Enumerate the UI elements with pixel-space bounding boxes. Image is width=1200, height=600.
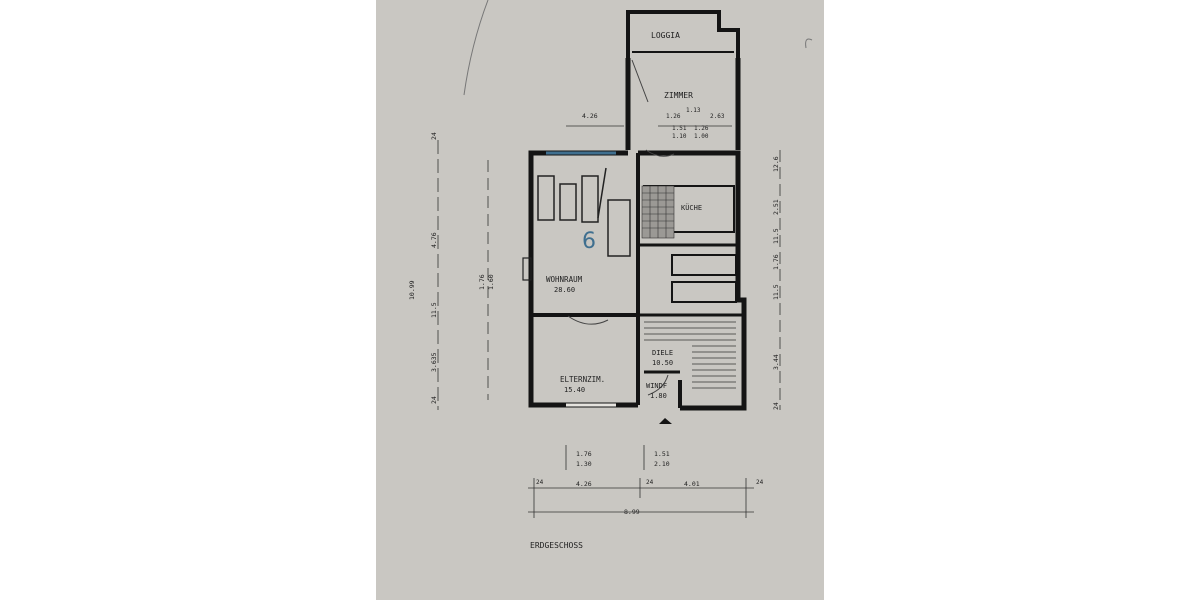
dim-bottom-401: 4.01 (684, 480, 700, 488)
dim-bottom-open1a: 1.76 (576, 450, 592, 458)
room-area-elternzim: 15.40 (564, 386, 585, 394)
bath-fixture (671, 254, 737, 276)
unit-number: 6 (582, 229, 596, 254)
dim-right-b: 2.51 (772, 199, 780, 215)
walls (528, 10, 747, 411)
staircase (644, 321, 736, 389)
room-label-diele: DIELE (652, 349, 673, 357)
dim-inner-a: 1.76 (478, 274, 486, 290)
dim-top-r1: 1.26 (666, 113, 681, 120)
dim-bottom-24c: 24 (756, 479, 764, 486)
dim-top-r2: 1.13 (686, 107, 701, 114)
floor-label: ERDGESCHOSS (530, 541, 583, 550)
room-label-windf: WINDF (646, 382, 667, 390)
dim-inner-b: 1.60 (487, 274, 495, 290)
loggia-wall (626, 10, 740, 58)
dim-right-g: 24 (772, 402, 780, 410)
dim-bottom-open1b: 1.30 (576, 460, 592, 468)
dim-left-d: 3.635 (430, 352, 438, 372)
dim-left-b: 4.76 (430, 232, 438, 248)
dim-left-a: 24 (430, 132, 438, 140)
room-label-loggia: LOGGIA (651, 31, 680, 40)
room-label-zimmer: ZIMMER (664, 91, 693, 100)
dim-right-c: 11.5 (772, 228, 780, 244)
bath-fixture-2 (671, 281, 737, 303)
kitchen-tile-hatch (641, 185, 675, 239)
room-area-wohnraum: 28.60 (554, 286, 575, 294)
dim-right-f: 3.44 (772, 354, 780, 370)
dim-bottom-426: 4.26 (576, 480, 592, 488)
floor-plan-sheet: LOGGIA ZIMMER KÜCHE WOHNRAUM 28.60 ELTER… (376, 0, 824, 600)
dim-left-total: 10.99 (408, 280, 416, 300)
dim-top-r3: 2.63 (710, 113, 725, 120)
dim-top-left: 4.26 (582, 112, 598, 120)
dimension-ticks-bottom (528, 445, 754, 518)
living-furniture (537, 167, 631, 257)
dim-top-b1: 1.26 (694, 125, 709, 132)
chimney (522, 257, 532, 281)
main-right-wall (638, 150, 747, 411)
room-area-windf: 1.80 (650, 392, 667, 400)
room-label-elternzim: ELTERNZIM. (560, 375, 605, 384)
floor-plan-drawing: LOGGIA ZIMMER KÜCHE WOHNRAUM 28.60 ELTER… (408, 0, 813, 550)
dimension-right: 12.6 2.51 11.5 1.76 11.5 3.44 24 (772, 156, 780, 410)
dim-left-c: 11.5 (430, 302, 438, 318)
room-area-diele: 10.50 (652, 359, 673, 367)
dim-bottom-24b: 24 (646, 479, 654, 486)
dim-top-a1: 1.51 (672, 125, 687, 132)
dim-bottom-24a: 24 (536, 479, 544, 486)
dim-bottom-open2b: 2.10 (654, 460, 670, 468)
corner-mark (805, 38, 813, 49)
entrance-arrow (659, 418, 672, 424)
dim-top-a2: 1.10 (672, 133, 687, 140)
dim-right-d: 1.76 (772, 254, 780, 270)
dimension-left: 10.99 24 4.76 11.5 3.635 24 1.76 1.60 (408, 132, 495, 404)
dim-bottom-open2a: 1.51 (654, 450, 670, 458)
dim-top-b2: 1.00 (694, 133, 709, 140)
dim-right-e: 11.5 (772, 284, 780, 300)
room-label-wohnraum: WOHNRAUM (546, 275, 583, 284)
dim-bottom-total: 8.99 (624, 508, 640, 516)
room-label-kueche: KÜCHE (681, 203, 702, 212)
door-arc-faint (463, 0, 489, 96)
door-swings (567, 59, 675, 396)
dim-right-a: 12.6 (772, 156, 780, 172)
dim-left-e: 24 (430, 396, 438, 404)
